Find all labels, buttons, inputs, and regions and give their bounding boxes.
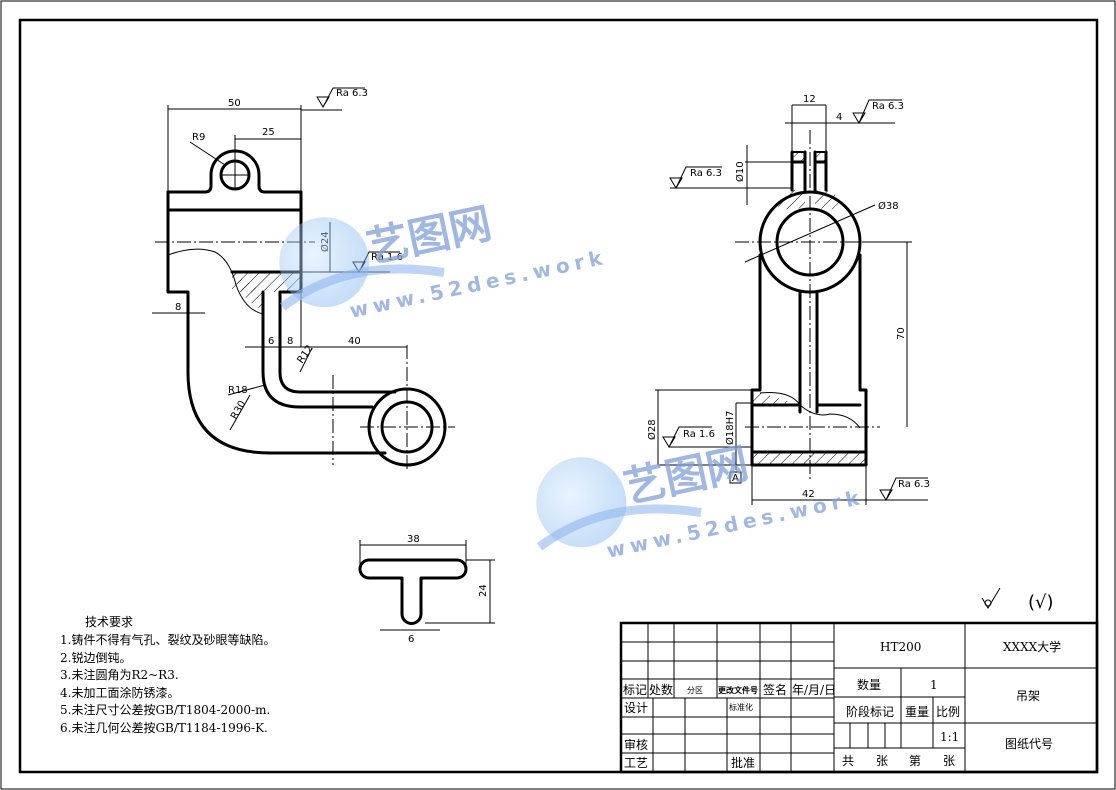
standardize-label: 标准化	[729, 702, 753, 712]
dim-25: 25	[262, 127, 275, 138]
watermark-globe-icon	[536, 457, 627, 548]
dim-40: 40	[348, 336, 361, 347]
dim-24: 24	[478, 584, 489, 597]
side-view: 12 4 Ra 6.3 Ra 6.3 Ø10 Ø38 70 Ø28 Ø18H7 …	[646, 94, 930, 505]
roughness-label: Ra 6.3	[690, 168, 722, 179]
roughness-label: Ra 1.6	[371, 252, 403, 263]
side-dim-labels: 12 4 Ra 6.3 Ra 6.3 Ø10 Ø38 70 Ø28 Ø18H7 …	[646, 94, 930, 500]
material: HT200	[880, 640, 921, 654]
dim-dia28: Ø28	[646, 419, 658, 440]
sheets-unit-label: 张	[876, 754, 888, 768]
tech-req-item: 4.未加工面涂防锈漆。	[60, 685, 179, 700]
drawing-number-label: 图纸代号	[1005, 737, 1053, 751]
dim-r18: R18	[228, 385, 248, 396]
dim-dia38: Ø38	[878, 200, 899, 212]
section-view: 38 24 6	[358, 534, 495, 645]
watermark-globe-icon	[279, 217, 370, 308]
roughness-label: Ra 6.3	[872, 101, 904, 112]
tech-req-title: 技术要求	[85, 615, 133, 629]
header-zone: 分区	[687, 686, 703, 695]
dim-42: 42	[802, 489, 815, 500]
scale-value: 1:1	[940, 730, 959, 744]
design-label: 设计	[624, 701, 648, 715]
tech-req-item: 3.未注圆角为R2~R3.	[60, 667, 179, 682]
tech-req-item: 5.未注尺寸公差按GB/T1804-2000-m.	[60, 702, 270, 717]
header-date: 年/月/日	[792, 683, 836, 697]
front-view: 50 25 R9 Ra 6.3 Ø24 Ra 1.6 8 6 8 40 R12 …	[152, 87, 455, 470]
school-name: XXXX大学	[1003, 639, 1061, 654]
header-signature: 签名	[763, 682, 787, 697]
tech-requirements: 技术要求 1.铸件不得有气孔、裂纹及砂眼等缺陷。 2.锐边倒钝。 3.未注圆角为…	[60, 615, 275, 735]
scale-label: 比例	[936, 705, 960, 719]
title-block: 标记 处数 分区 更改文件号 签名 年/月/日 设计 标准化 审核 工艺 批准 …	[619, 621, 1099, 774]
weight-label: 重量	[905, 705, 929, 719]
datum-a-label: A	[732, 473, 739, 484]
roughness-note: (√)	[1028, 592, 1054, 613]
process-label: 工艺	[624, 756, 648, 770]
stage-label: 阶段标记	[846, 704, 894, 719]
tech-req-item: 2.锐边倒钝。	[60, 651, 131, 665]
dim-8: 8	[287, 336, 293, 347]
dim-r9: R9	[192, 132, 205, 143]
header-count: 处数	[649, 682, 673, 697]
review-label: 审核	[624, 737, 648, 752]
roughness-symbol-icon	[981, 587, 1001, 609]
header-change-doc: 更改文件号	[718, 685, 758, 695]
quantity-value: 1	[930, 678, 938, 692]
roughness-label: Ra 1.6	[683, 429, 715, 440]
tech-req-item: 6.未注几何公差按GB/T1184-1996-K.	[60, 720, 268, 735]
dim-38: 38	[407, 534, 420, 545]
dim-dia18h7: Ø18H7	[724, 411, 736, 445]
dim-50: 50	[228, 98, 241, 109]
dim-8: 8	[175, 302, 181, 313]
dim-12: 12	[803, 94, 816, 105]
quantity-label: 数量	[857, 677, 881, 692]
tech-req-item: 1.铸件不得有气孔、裂纹及砂眼等缺陷。	[60, 632, 275, 647]
dim-6: 6	[268, 336, 274, 347]
sheets-total-label: 共	[842, 754, 854, 768]
dim-70: 70	[896, 327, 907, 340]
dim-4: 4	[836, 112, 842, 123]
watermark-brand: 艺图网	[619, 438, 752, 512]
dim-dia10: Ø10	[734, 161, 746, 182]
sheet-number-label: 第	[909, 754, 921, 768]
dim-6: 6	[408, 634, 414, 645]
sheet-unit-label: 张	[943, 754, 955, 768]
drawing-frame	[18, 18, 1099, 774]
approve-label: 批准	[731, 755, 755, 770]
watermark-brand: 艺图网	[362, 198, 495, 272]
part-name: 吊架	[1016, 689, 1040, 703]
roughness-label: Ra 6.3	[336, 88, 368, 99]
header-mark: 标记	[623, 683, 647, 697]
roughness-label: Ra 6.3	[898, 479, 930, 490]
watermark: 艺图网 www.52des.work	[279, 198, 609, 323]
